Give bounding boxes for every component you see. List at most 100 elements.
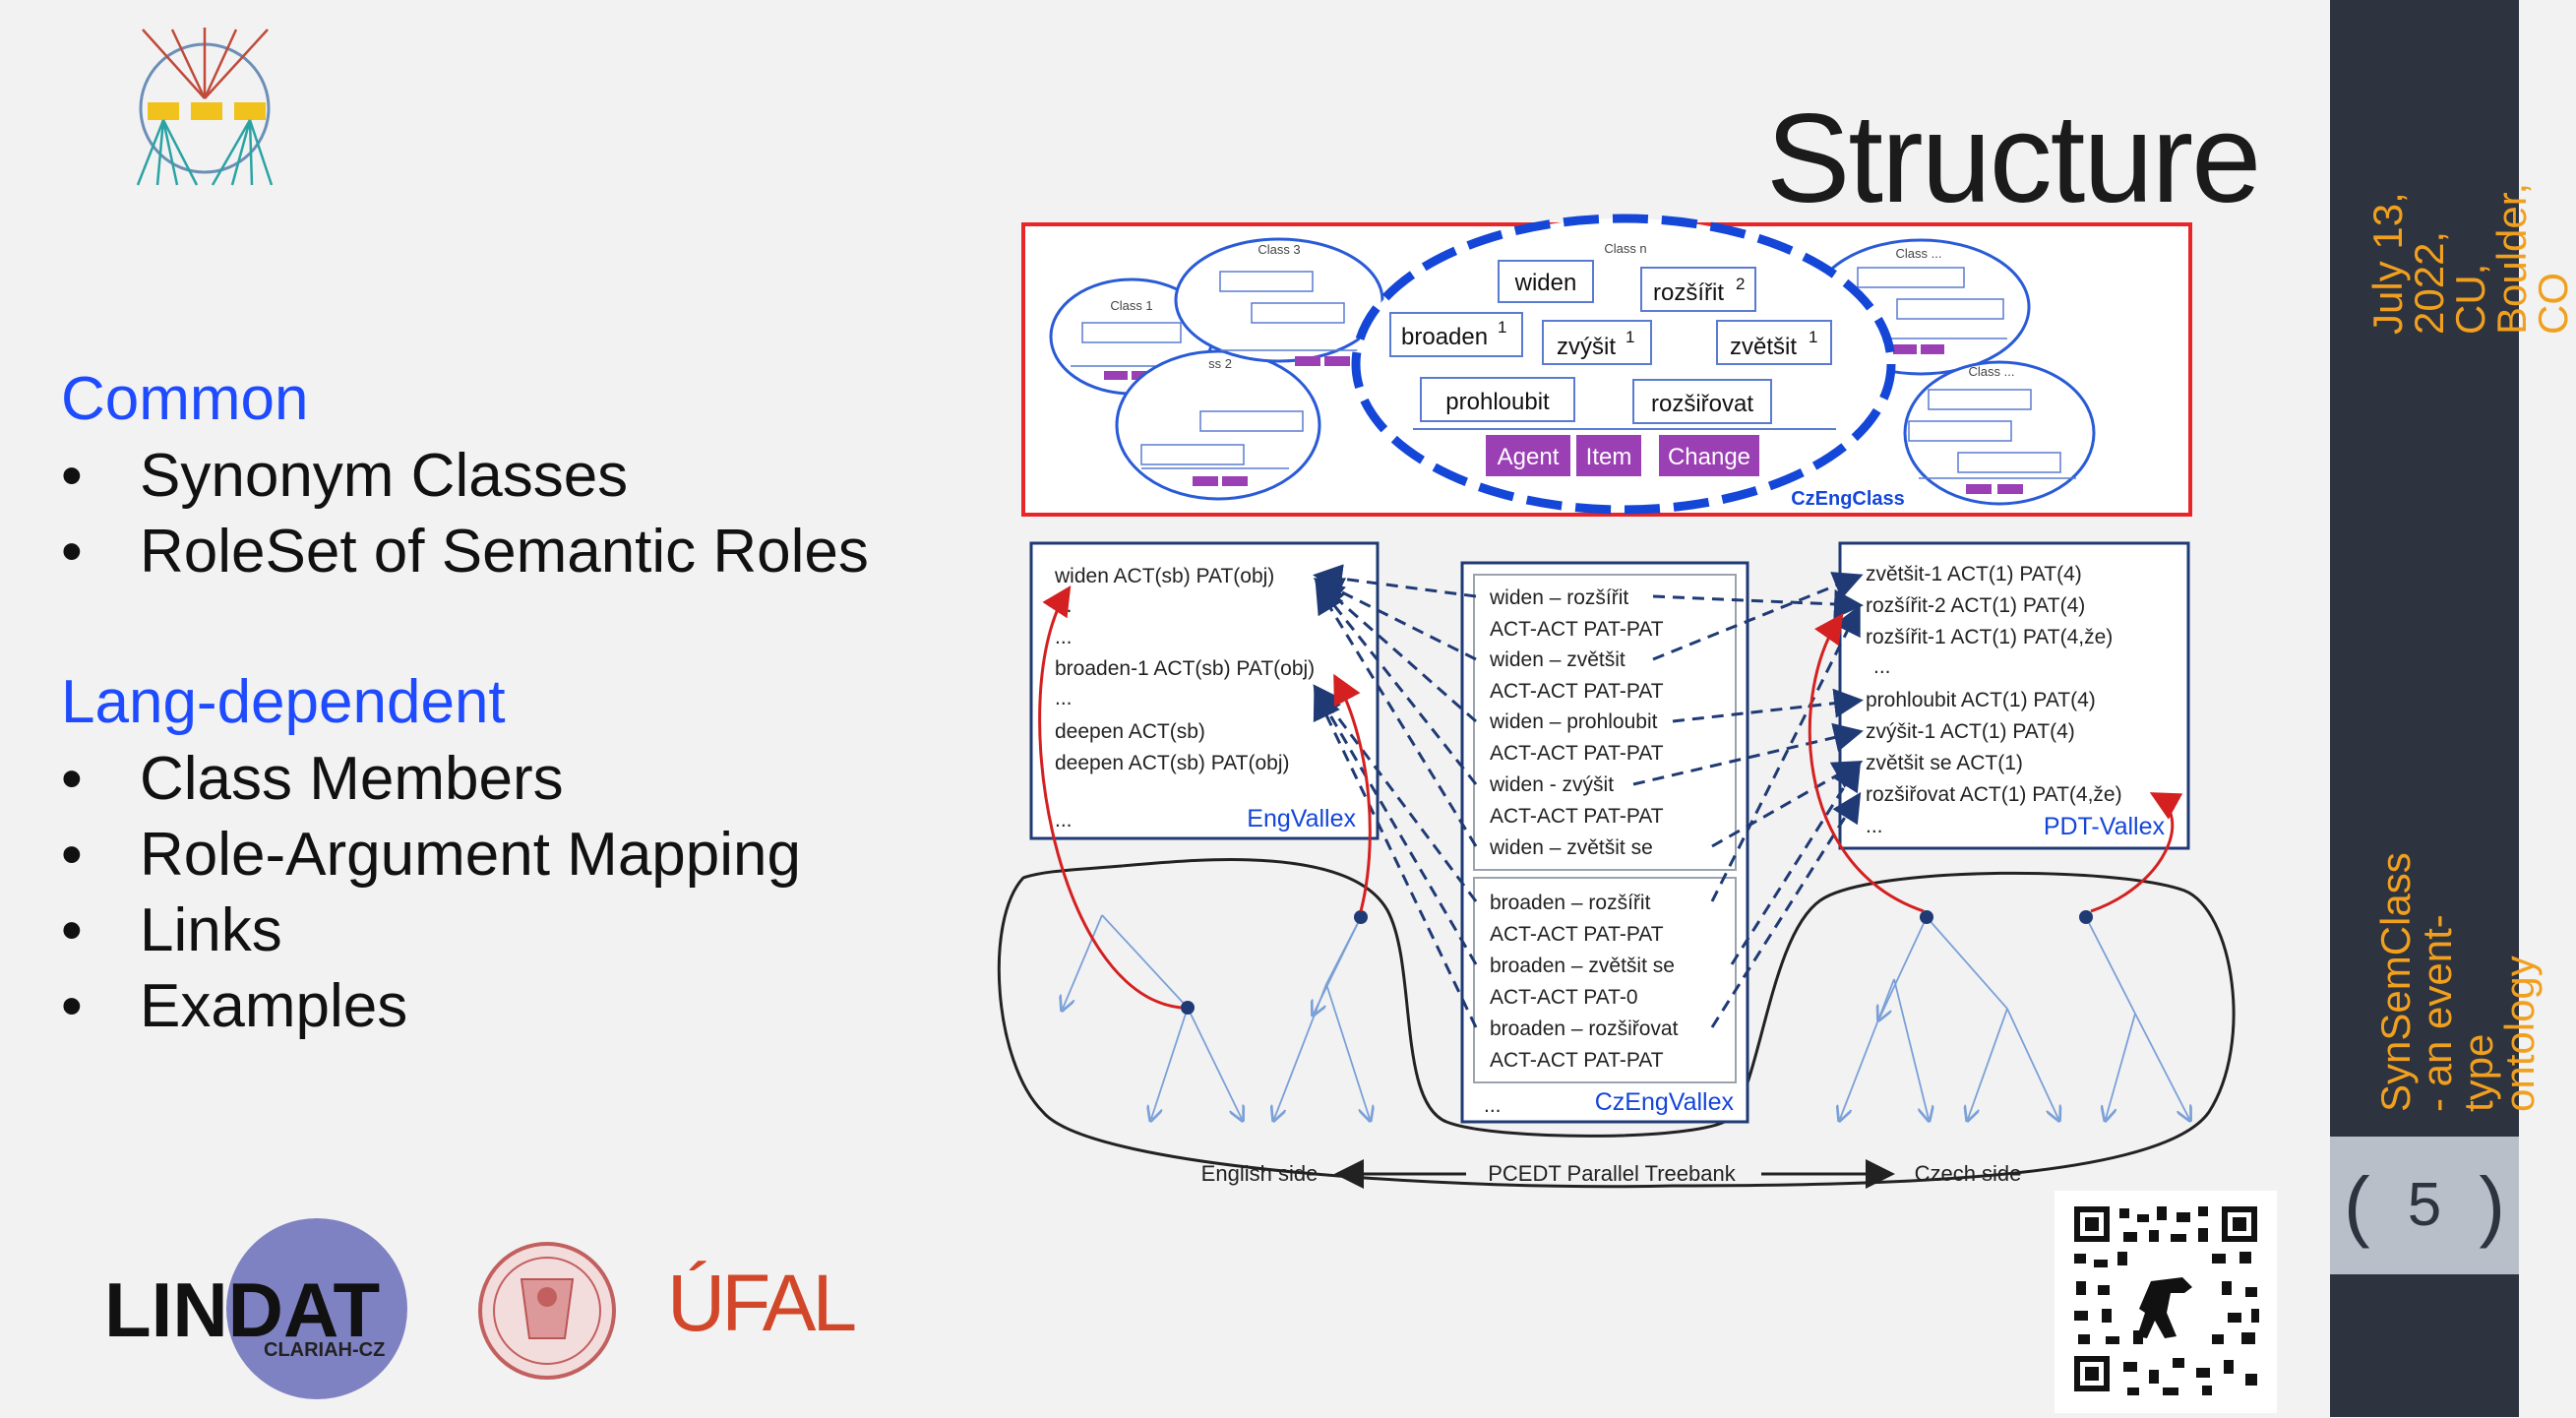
- university-seal: [478, 1242, 616, 1380]
- bullet-item: • Examples: [61, 971, 407, 1041]
- czengvallex-box: widen – rozšířit ACT-ACT PAT-PAT widen –…: [1460, 561, 1749, 1124]
- word-broaden: broaden: [1401, 324, 1488, 350]
- engvallex-line: broaden-1 ACT(sb) PAT(obj): [1055, 657, 1315, 680]
- bullet-item-text: Synonym Classes: [140, 442, 629, 510]
- engvallex-line: deepen ACT(sb): [1055, 720, 1205, 743]
- class-dots-2-ellipse: Class ...: [1903, 360, 2096, 506]
- czengvallex-line: widen - zvýšit: [1489, 773, 1614, 796]
- lindat-text: LINDAT: [104, 1266, 380, 1353]
- page-number: 5: [2407, 1171, 2442, 1239]
- bullet-item-text: RoleSet of Semantic Roles: [140, 518, 869, 586]
- red-link-arrows: [1038, 585, 2183, 1010]
- czengvallex-line: ACT-ACT PAT-0: [1490, 986, 1638, 1009]
- english-trees: [1063, 914, 1370, 1119]
- bullet-dot: •: [61, 972, 83, 1040]
- pdtvallex-line: prohloubit ACT(1) PAT(4): [1866, 689, 2096, 711]
- sidebar-talk-title: SynSemClass - an event-type ontology: [2372, 852, 2543, 1112]
- engvallex-line: ...: [1055, 687, 1073, 709]
- qr-code-graphic: [2074, 1206, 2259, 1395]
- ufal-text: ÚFAL: [667, 1259, 854, 1348]
- lindat-sub: CLARIAH-CZ: [264, 1339, 385, 1361]
- pdtvallex-line: rozšířit-2 ACT(1) PAT(4): [1866, 594, 2085, 617]
- word-broaden-sup: 1: [1498, 318, 1506, 337]
- lang-heading: Lang-dependent: [61, 668, 506, 736]
- class-3-ellipse: Class 3: [1174, 237, 1384, 366]
- class-dots-1-label: Class ...: [1896, 246, 1942, 261]
- bullet-item: • RoleSet of Semantic Roles: [61, 517, 869, 586]
- class-3-label: Class 3: [1257, 242, 1300, 257]
- common-heading: Common: [61, 365, 309, 433]
- qr-code: [2055, 1191, 2277, 1413]
- word-rozsirit: rozšířit: [1653, 279, 1724, 306]
- word-zvysit-sup: 1: [1625, 328, 1634, 346]
- class-2-label: ss 2: [1208, 356, 1232, 371]
- bullet-item-text: Examples: [140, 972, 408, 1040]
- czengvallex-line: widen – prohloubit: [1489, 710, 1658, 733]
- class-dots-2-label: Class ...: [1969, 364, 2015, 379]
- czengvallex-line: widen – rozšířit: [1489, 586, 1628, 609]
- role-change: Change: [1668, 444, 1750, 470]
- czengvallex-line: broaden – rozšiřovat: [1490, 1017, 1679, 1040]
- czengclass-label: CzEngClass: [1791, 488, 1905, 510]
- czengvallex-label: CzEngVallex: [1595, 1088, 1735, 1116]
- class-n-ellipse: Class n widen rozšířit 2 broaden 1 zvýši…: [1351, 214, 1896, 515]
- class-n-label: Class n: [1604, 241, 1646, 256]
- word-zvetsit: zvětšit: [1730, 334, 1797, 360]
- czengvallex-line: widen – zvětšit se: [1489, 836, 1653, 859]
- czengvallex-line: ACT-ACT PAT-PAT: [1490, 923, 1664, 946]
- engvallex-line: deepen ACT(sb) PAT(obj): [1055, 752, 1290, 774]
- word-zvetsit-sup: 1: [1809, 328, 1817, 346]
- pdtvallex-line: rozšířit-1 ACT(1) PAT(4,že): [1866, 626, 2113, 648]
- bullet-item-text: Class Members: [140, 745, 564, 813]
- pdtvallex-line: zvýšit-1 ACT(1) PAT(4): [1866, 720, 2075, 743]
- pdtvallex-line: ...: [1866, 815, 1883, 837]
- czengvallex-line: ACT-ACT PAT-PAT: [1490, 680, 1664, 703]
- bullet-dot: •: [61, 518, 83, 586]
- bullet-item-text: Role-Argument Mapping: [140, 821, 802, 889]
- czech-side-label: Czech side: [1915, 1161, 2022, 1186]
- pdtvallex-label: PDT-Vallex: [2044, 813, 2166, 840]
- engvallex-line: widen ACT(sb) PAT(obj): [1054, 565, 1274, 587]
- pcedt-label: PCEDT Parallel Treebank: [1488, 1161, 1736, 1186]
- pdtvallex-line: rozšiřovat ACT(1) PAT(4,že): [1866, 783, 2122, 806]
- role-item: Item: [1586, 444, 1632, 470]
- bullet-item: • Synonym Classes: [61, 441, 628, 511]
- bullet-dot: •: [61, 745, 83, 813]
- word-rozsirovat: rozšiřovat: [1651, 391, 1753, 417]
- czengvallex-line: broaden – rozšířit: [1490, 892, 1651, 914]
- sidebar-date-location: July 13, 2022, CU, Boulder, CO: [2364, 182, 2576, 335]
- czengvallex-line: ACT-ACT PAT-PAT: [1490, 618, 1664, 641]
- structure-diagram: Class 1 ss 2 Class 3 Class ... Class ...: [104, 28, 2236, 1399]
- pdtvallex-box: zvětšit-1 ACT(1) PAT(4) rozšířit-2 ACT(1…: [1838, 541, 2190, 850]
- left-bracket: (: [2344, 1161, 2370, 1249]
- czengvallex-line: widen – zvětšit: [1489, 648, 1625, 671]
- slide-title: Structure: [1766, 89, 2261, 229]
- engvallex-line: ...: [1055, 626, 1073, 648]
- bullet-item: • Links: [61, 895, 282, 965]
- czech-trees: [1840, 916, 2189, 1119]
- english-side-label: English side: [1201, 1161, 1319, 1186]
- czengvallex-line: ACT-ACT PAT-PAT: [1490, 1049, 1664, 1072]
- role-agent: Agent: [1498, 444, 1560, 470]
- right-bracket: ): [2479, 1161, 2505, 1249]
- czengvallex-dots: ...: [1484, 1094, 1502, 1117]
- word-prohloubit: prohloubit: [1445, 389, 1550, 415]
- czengvallex-line: ACT-ACT PAT-PAT: [1490, 742, 1664, 765]
- link-arrows: [1313, 564, 1864, 1028]
- bullet-dot: •: [61, 442, 83, 510]
- word-widen: widen: [1514, 270, 1577, 296]
- page-number-box: ( 5 ): [2330, 1137, 2519, 1274]
- class-1-label: Class 1: [1110, 298, 1152, 313]
- ufal-logo: ÚFAL: [667, 1259, 858, 1348]
- engvallex-line: ...: [1055, 809, 1073, 832]
- engvallex-label: EngVallex: [1247, 805, 1356, 832]
- word-rozsirit-sup: 2: [1736, 275, 1745, 293]
- bullet-dot: •: [61, 821, 83, 889]
- pdtvallex-line: zvětšit-1 ACT(1) PAT(4): [1866, 563, 2082, 586]
- pdtvallex-line: zvětšit se ACT(1): [1866, 752, 2023, 774]
- lindat-logo: LINDAT CLARIAH-CZ: [104, 1218, 407, 1399]
- bullet-dot: •: [61, 896, 83, 964]
- project-logo: [136, 28, 274, 186]
- czengvallex-line: broaden – zvětšit se: [1490, 955, 1675, 977]
- bullet-item-text: Links: [140, 896, 282, 964]
